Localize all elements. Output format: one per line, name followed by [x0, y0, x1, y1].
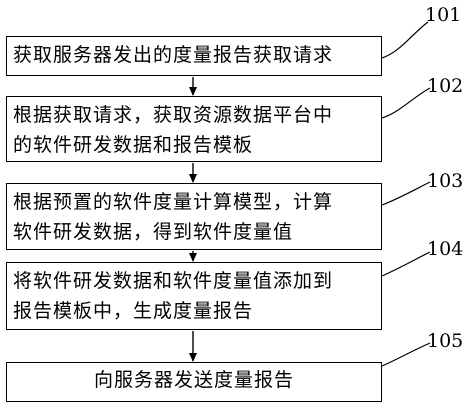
leader-line-103	[381, 181, 431, 206]
step-text: 软件研发数据，得到软件度量值	[13, 221, 294, 243]
leader-line-104	[381, 251, 431, 277]
step-text: 根据预置的软件度量计算模型，计算	[13, 191, 334, 213]
step-text: 将软件研发数据和软件度量值添加到	[13, 270, 334, 292]
ref-label-102: 102	[427, 75, 464, 97]
leader-line-105	[381, 342, 431, 367]
ref-label-105: 105	[427, 330, 464, 352]
step-box-105: 向服务器发送度量报告	[6, 362, 382, 402]
step-text: 根据获取请求，获取资源数据平台中	[13, 104, 334, 126]
ref-label-103: 103	[427, 170, 464, 192]
step-text: 获取服务器发出的度量报告获取请求	[13, 44, 334, 66]
step-text: 的软件研发数据和报告模板	[13, 134, 254, 156]
leader-line-101	[381, 21, 429, 59]
step-box-101: 获取服务器发出的度量报告获取请求	[6, 36, 382, 76]
step-text: 向服务器发送度量报告	[93, 369, 294, 391]
step-box-102: 根据获取请求，获取资源数据平台中 的软件研发数据和报告模板	[6, 96, 382, 162]
step-box-104: 将软件研发数据和软件度量值添加到 报告模板中，生成度量报告	[6, 262, 382, 330]
step-box-103: 根据预置的软件度量计算模型，计算 软件研发数据，得到软件度量值	[6, 183, 382, 250]
ref-label-104: 104	[427, 238, 464, 260]
step-text: 报告模板中，生成度量报告	[13, 300, 254, 322]
leader-line-102	[381, 87, 431, 119]
ref-label-101: 101	[425, 4, 462, 26]
